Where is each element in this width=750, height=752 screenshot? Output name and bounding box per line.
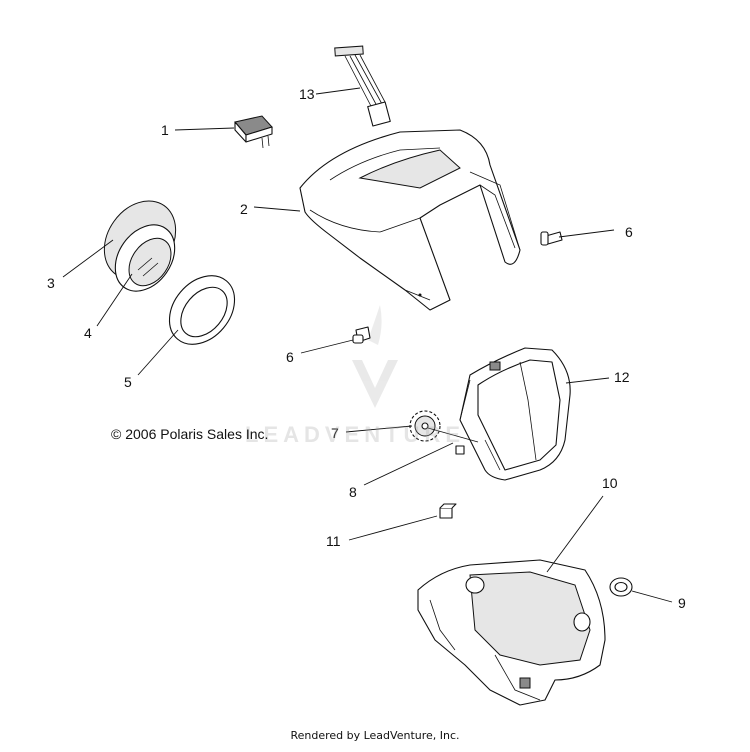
callout-labels: 13 1 2 3 4 5 6 6 7 8 9 10 11 12 <box>47 86 686 611</box>
callout-8: 8 <box>349 484 357 500</box>
part-9-washer <box>609 577 633 597</box>
part-13-wire-harness <box>334 45 391 127</box>
callout-6-lower: 6 <box>286 349 294 365</box>
callout-3: 3 <box>47 275 55 291</box>
part-2-handlebar-cover <box>299 129 521 311</box>
part-7-gear <box>409 410 441 442</box>
leader-9 <box>631 590 673 603</box>
part-6-screw-upper <box>540 231 563 246</box>
callout-6-upper: 6 <box>625 224 633 240</box>
leader-12 <box>565 377 610 384</box>
part-8-shaft <box>427 427 479 455</box>
callout-4: 4 <box>84 325 92 341</box>
leader-6-upper <box>558 229 615 238</box>
leader-5 <box>137 329 179 376</box>
leader-6-lower <box>300 339 354 354</box>
part-6-screw-lower <box>352 326 371 344</box>
callout-13: 13 <box>299 86 315 102</box>
callout-7: 7 <box>331 425 339 441</box>
leader-7 <box>345 425 413 433</box>
part-10-lower-housing <box>417 559 606 706</box>
part-1-switch <box>234 115 273 149</box>
part-12-headlight-housing <box>459 347 571 481</box>
watermark-text: LEADVENTURE <box>245 422 466 447</box>
part-4-knob <box>114 224 176 292</box>
leader-2 <box>253 206 301 212</box>
leader-lines <box>62 87 673 603</box>
callout-1: 1 <box>161 122 169 138</box>
callout-2: 2 <box>240 201 248 217</box>
leader-8 <box>363 442 454 486</box>
leader-10 <box>546 495 604 573</box>
leader-13 <box>315 87 361 95</box>
leader-1 <box>174 127 235 131</box>
part-5-ring <box>168 275 236 345</box>
callout-5: 5 <box>124 374 132 390</box>
callout-9: 9 <box>678 595 686 611</box>
footer-credit: Rendered by LeadVenture, Inc. <box>290 729 460 742</box>
part-11-clip <box>439 503 457 519</box>
copyright-notice: © 2006 Polaris Sales Inc. <box>111 426 269 442</box>
leader-11 <box>348 515 438 541</box>
leader-4 <box>96 273 133 327</box>
watermark-logo <box>352 305 398 408</box>
leader-3 <box>62 239 114 278</box>
callout-11: 11 <box>326 533 341 549</box>
callout-10: 10 <box>602 475 618 491</box>
callout-12: 12 <box>614 369 630 385</box>
